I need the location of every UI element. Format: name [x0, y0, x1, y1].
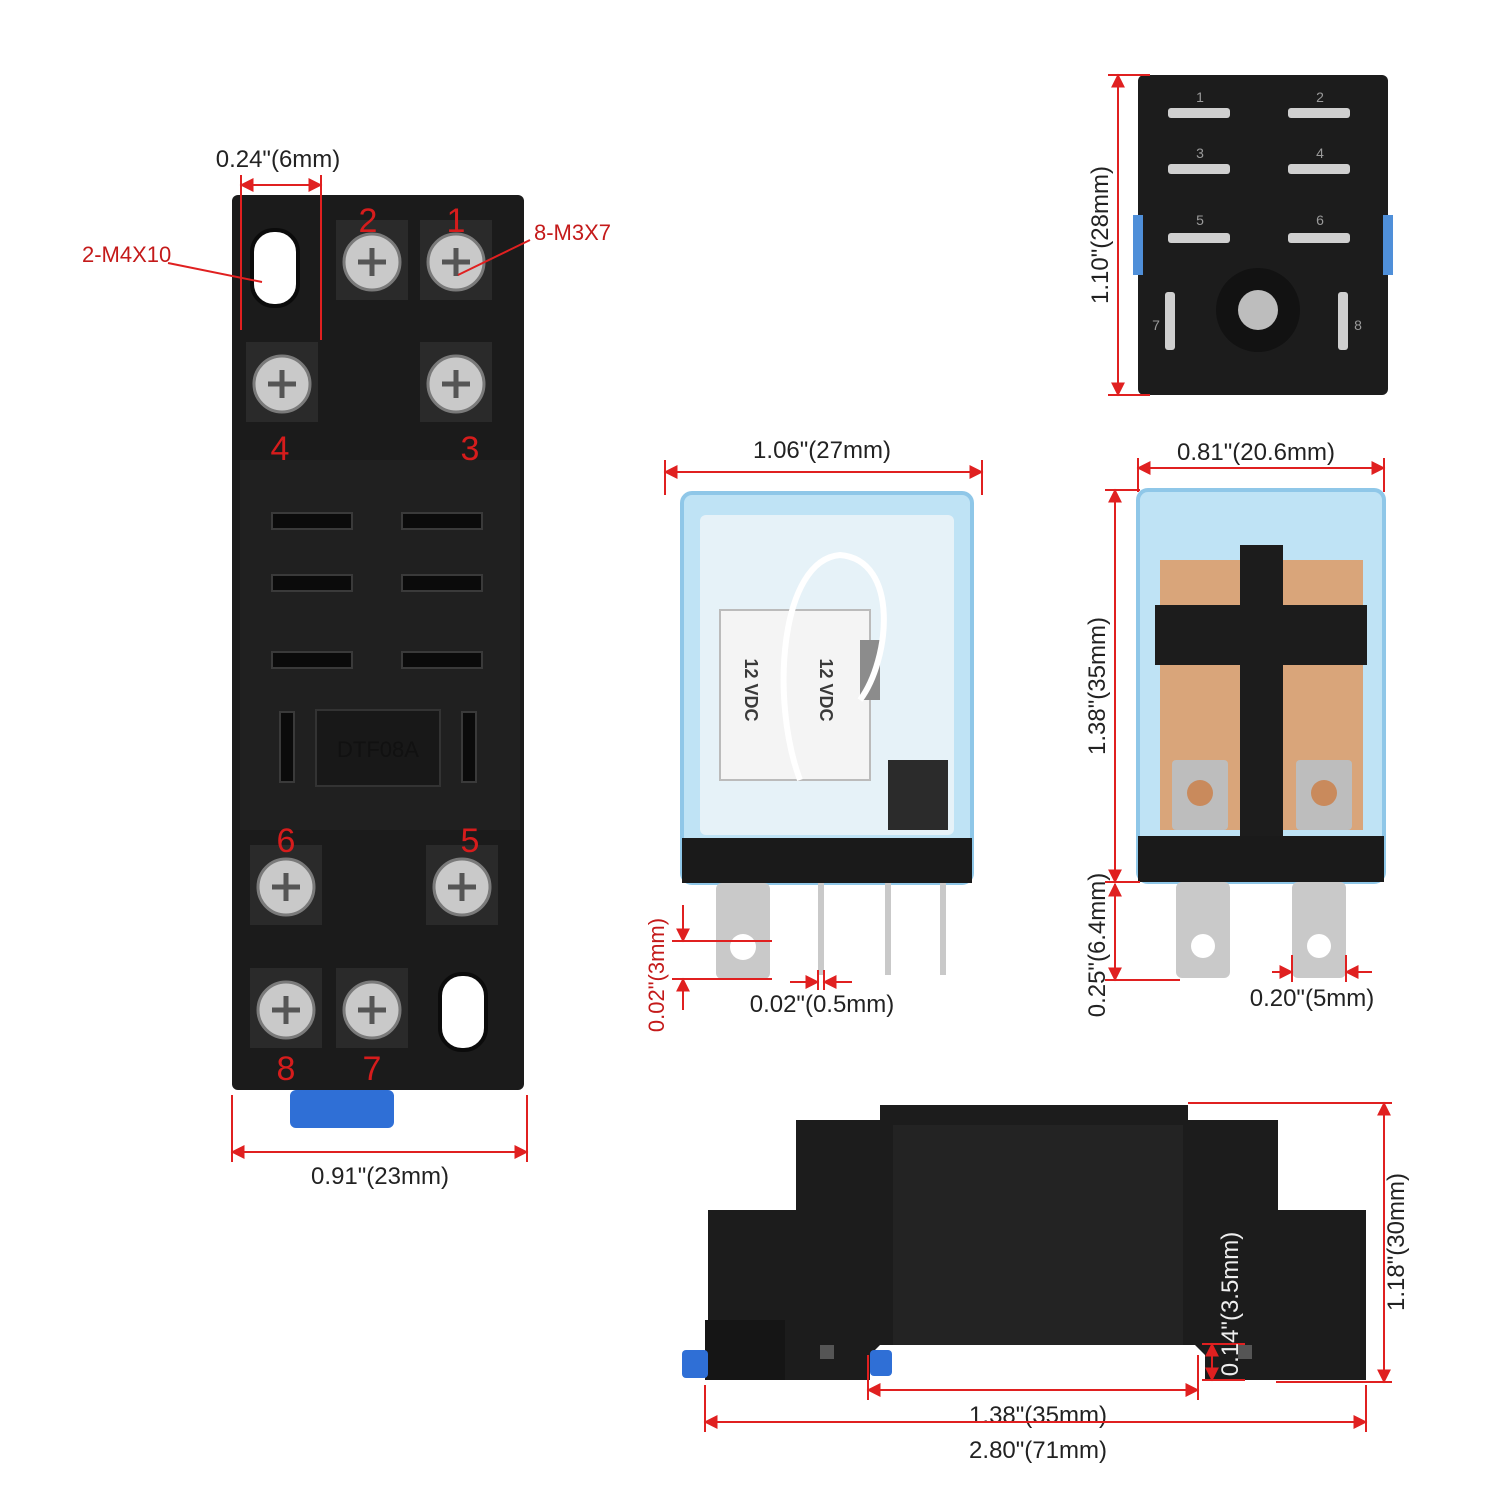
- dim-label-socket-height: 1.18"(30mm): [1383, 1173, 1410, 1311]
- pin-number-6: 6: [1316, 212, 1324, 228]
- terminal-number-3: 3: [461, 430, 480, 468]
- din-clip: [290, 1090, 394, 1128]
- dim-label-pin-view-height: 1.10"(28mm): [1087, 166, 1114, 304]
- dim-label-rail-width: 1.38"(35mm): [969, 1402, 1107, 1429]
- relay-pin-wide: [716, 883, 770, 979]
- pin-number-3: 3: [1196, 145, 1204, 161]
- coil-label-1: 12 VDC: [741, 658, 761, 721]
- relay-side-pin-left-hole: [1191, 934, 1215, 958]
- relay-pin-view: 1 2 3 4 5 6 7 8 1.10"(28mm): [1087, 73, 1393, 397]
- terminal-number-7: 7: [363, 1050, 382, 1088]
- socket-side-slot-left: [820, 1345, 834, 1359]
- dim-label-pin-width: 0.20"(5mm): [1250, 985, 1375, 1012]
- socket-side-foot: [705, 1320, 785, 1380]
- terminal-number-8: 8: [277, 1050, 296, 1088]
- relay-center-screw: [1238, 290, 1278, 330]
- socket-front-view: DTF08A 2 1 4 3 6 5 8 7 0.24"(6mm): [82, 146, 611, 1190]
- socket-side-panel: [893, 1125, 1183, 1345]
- terminal-number-6: 6: [277, 822, 296, 860]
- dim-label-pin-thickness: 0.02"(0.5mm): [750, 991, 895, 1018]
- relay-pin-view-body: [1138, 75, 1388, 395]
- terminal-screw-7: [336, 968, 408, 1048]
- relay-pin-thin-3: [940, 883, 946, 975]
- dim-label-relay-width: 1.06"(27mm): [753, 437, 891, 464]
- relay-side-pin-right-hole: [1307, 934, 1331, 958]
- pin-number-4: 4: [1316, 145, 1324, 161]
- mount-hole-bottom: [438, 972, 488, 1052]
- relay-armature: [860, 640, 880, 700]
- leader-terminal-screw: [457, 239, 531, 276]
- terminal-screw-1: [420, 220, 492, 300]
- terminal-number-5: 5: [461, 822, 480, 860]
- pin-number-5: 5: [1196, 212, 1204, 228]
- relay-side-rivet-left: [1187, 780, 1213, 806]
- socket-side-slot-right: [1238, 1345, 1252, 1359]
- terminal-screw-3: [420, 342, 492, 422]
- leader-mount-screw: [167, 262, 263, 283]
- terminal-number-1: 1: [447, 202, 466, 240]
- socket-side-view: 1.18"(30mm) 0.14"(3.5mm) 1.38"(35mm) 2.8…: [682, 1101, 1410, 1464]
- relay-pin-thin-2: [885, 883, 891, 975]
- dim-label-socket-length: 2.80"(71mm): [969, 1437, 1107, 1464]
- coil-label-2: 12 VDC: [816, 658, 836, 721]
- relay-contact-block: [888, 760, 948, 830]
- socket-model-text: DTF08A: [337, 737, 419, 762]
- relay-side-pin-right: [1292, 882, 1346, 978]
- dim-label-hole-gap: 0.24"(6mm): [216, 146, 341, 173]
- dim-label-side-width: 0.81"(20.6mm): [1177, 439, 1335, 466]
- relay-pins: [1165, 108, 1350, 350]
- terminal-number-4: 4: [271, 430, 290, 468]
- terminal-screw-6: [250, 845, 322, 925]
- relay-side-pin-left: [1176, 882, 1230, 978]
- dim-label-pin-length: 0.25"(6.4mm): [1084, 873, 1111, 1018]
- relay-coil-bobbin: [719, 609, 871, 781]
- relay-coil-wire: [780, 551, 887, 782]
- socket-side-din-latch: [870, 1350, 892, 1376]
- relay-front-view: 12 VDC 12 VDC 1.06"(27mm) 0.02"(3mm) 0.0…: [644, 437, 984, 1032]
- pin-number-8: 8: [1354, 317, 1362, 333]
- terminal-screw-2: [336, 220, 408, 300]
- relay-side-rivet-right: [1311, 780, 1337, 806]
- label-terminal-screw: 8-M3X7: [534, 220, 611, 245]
- relay-base: [682, 838, 972, 883]
- terminal-screw-4: [246, 342, 318, 422]
- dim-label-socket-width: 0.91"(23mm): [311, 1163, 449, 1190]
- dim-label-rail-gap: 0.14"(3.5mm): [1217, 1232, 1244, 1377]
- pin-number-7: 7: [1152, 317, 1160, 333]
- relay-pin-thin-1: [818, 883, 824, 975]
- relay-side-base: [1138, 836, 1384, 882]
- relay-side-view: 0.81"(20.6mm) 1.38"(35mm) 0.25"(6.4mm) 0…: [1084, 439, 1386, 1018]
- side-tab-right: [1383, 215, 1393, 275]
- socket-model-plate: [315, 709, 441, 787]
- pin-number-1: 1: [1196, 89, 1204, 105]
- socket-contact-slots: [271, 512, 483, 783]
- terminal-number-2: 2: [359, 202, 378, 240]
- dim-label-pin-hole: 0.02"(3mm): [644, 918, 669, 1032]
- terminal-screws: [246, 220, 498, 1048]
- mount-hole-top: [250, 228, 300, 308]
- terminal-screw-5: [426, 845, 498, 925]
- relay-side-center-bar: [1240, 545, 1283, 845]
- socket-side-din-clip: [682, 1350, 708, 1378]
- terminal-screw-8: [250, 968, 322, 1048]
- relay-pin-hole: [730, 934, 756, 960]
- label-mount-screw: 2-M4X10: [82, 242, 171, 267]
- dim-label-side-height: 1.38"(35mm): [1084, 617, 1111, 755]
- pin-number-2: 2: [1316, 89, 1324, 105]
- side-tab-left: [1133, 215, 1143, 275]
